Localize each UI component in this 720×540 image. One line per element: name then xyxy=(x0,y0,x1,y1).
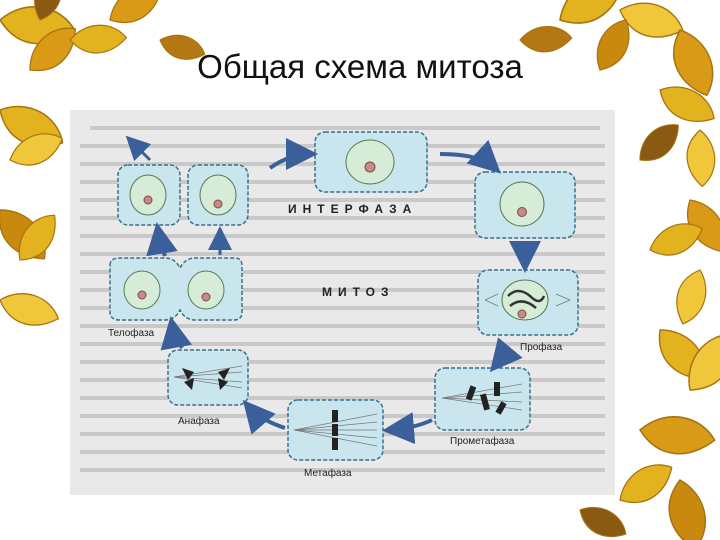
small-arrows xyxy=(125,135,232,255)
cell-daughter-right xyxy=(187,164,249,226)
cell-daughter-left xyxy=(117,164,181,226)
arrow-metaphase-to-anaphase xyxy=(242,399,286,435)
arrow-interphase-to-right xyxy=(439,139,501,174)
label-prophase: Профаза xyxy=(520,341,563,353)
label-mitosis: МИТОЗ xyxy=(322,285,395,299)
cell-anaphase xyxy=(167,349,249,406)
arrow-prophase-to-prometaphase xyxy=(489,337,523,373)
label-metaphase: Метафаза xyxy=(304,467,352,479)
mitosis-diagram: Телофаза Профаза xyxy=(70,110,615,495)
label-anaphase: Анафаза xyxy=(178,415,220,427)
arrow-anaphase-to-telophase xyxy=(160,316,193,351)
arrow-prometaphase-to-metaphase xyxy=(382,412,433,445)
cell-metaphase xyxy=(287,399,384,461)
label-interphase: ИНТЕРФАЗА xyxy=(288,202,417,216)
arrow-daughters-to-interphase xyxy=(268,138,318,171)
slide-title: Общая схема митоза xyxy=(197,48,523,85)
label-prometaphase: Прометафаза xyxy=(450,435,515,447)
arrow-telophase-to-daughters xyxy=(146,222,178,257)
cell-interphase-top xyxy=(314,131,428,193)
cycle-arrows xyxy=(146,138,541,445)
cell-prophase xyxy=(477,269,579,336)
cell-telophase xyxy=(109,257,243,321)
label-telophase: Телофаза xyxy=(108,327,155,339)
cell-interphase-right xyxy=(474,171,576,239)
cell-prometaphase xyxy=(434,367,531,431)
